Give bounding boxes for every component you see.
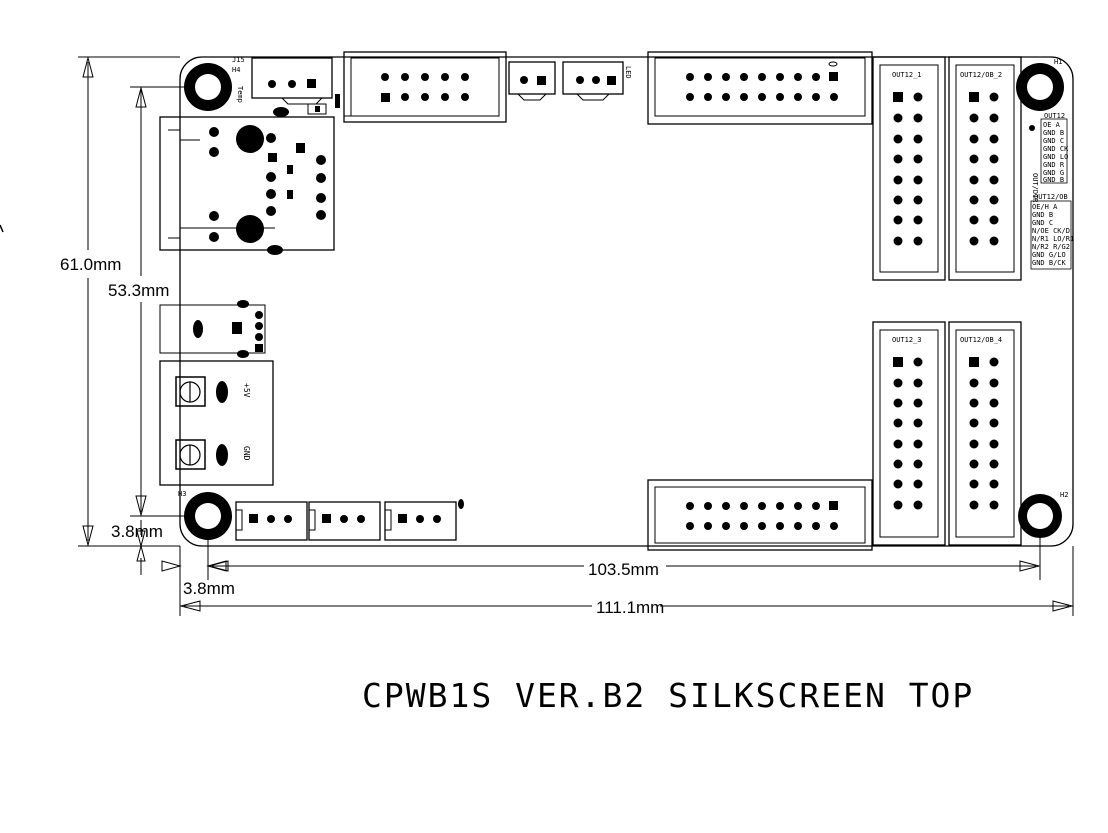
mounting-hole-bottom-left: [184, 492, 232, 540]
table-out12ob-row: N/OE CK/D: [1032, 227, 1070, 235]
header-out12-ob-2: [948, 56, 1022, 281]
idc-header-2x5: [343, 51, 507, 123]
idc-header-2x10-top: [647, 51, 873, 125]
header-out12-ob-4: [948, 321, 1022, 546]
label-temp: Temp: [236, 86, 244, 103]
board-outline: [179, 56, 1074, 547]
dimension-height-outer: [78, 56, 180, 547]
label-out-dir: OUT/DIR: [1031, 173, 1039, 203]
dimension-height-inner: [130, 86, 205, 517]
table-out12-row: GND B: [1043, 176, 1064, 184]
table-out12ob-row: OE/H A: [1032, 203, 1058, 211]
mounting-hole-top-right: [1016, 63, 1064, 111]
pin1-marker: [1029, 125, 1035, 131]
drawing-title: CPWB1S VER.B2 SILKSCREEN TOP: [362, 676, 974, 715]
dimension-offset-y: [108, 520, 180, 575]
table-out12-row: GND CK: [1043, 145, 1069, 153]
ethernet-jack: [159, 116, 335, 255]
label-out12-ob-4: OUT12/OB_4: [960, 336, 1002, 344]
table-out12ob-row: GND G/LO: [1032, 251, 1066, 259]
table-out12ob-row: GND B/CK: [1032, 259, 1067, 267]
table-out12-row: GND B: [1043, 129, 1064, 137]
connector-2pin-top: [508, 61, 556, 101]
dimension-width-outer: [179, 546, 1074, 616]
bottom-connector-3: [384, 499, 464, 541]
table-out12: [1040, 118, 1068, 184]
dimension-offset-y-label: 3.8mm: [111, 522, 163, 541]
header-out12-3: [872, 321, 946, 546]
temp-connector: [251, 57, 333, 105]
table-out12ob-title: OUT12/OB: [1034, 193, 1068, 201]
idc-header-2x10-bottom: [647, 479, 873, 551]
led-connector: [562, 61, 624, 101]
table-out12-row: GND C: [1043, 137, 1064, 145]
smd-components-top: [273, 94, 340, 117]
table-out12ob-row: GND B: [1032, 211, 1053, 219]
table-out12-row: OE A: [1043, 121, 1061, 129]
label-out12-3: OUT12_3: [892, 336, 922, 344]
dimension-width-inner-label: 103.5mm: [588, 560, 659, 579]
bottom-connector-2: [308, 501, 381, 541]
power-terminal-block: [159, 360, 274, 486]
label-plus-5v: +5V: [242, 383, 251, 398]
label-h2: H2: [1060, 491, 1068, 499]
mounting-hole-top-left: [184, 63, 232, 111]
label-h3: H3: [178, 490, 186, 498]
label-h4: H4: [232, 66, 240, 74]
table-out12-row: GND R: [1043, 161, 1065, 169]
table-out12-row: GND LO: [1043, 153, 1068, 161]
header-out12-1: [872, 56, 946, 281]
table-out12-title: OUT12: [1044, 112, 1065, 120]
table-out12ob: [1030, 200, 1072, 270]
table-out12ob-row: GND C: [1032, 219, 1053, 227]
label-j15: J15: [232, 56, 245, 64]
label-out12-1: OUT12_1: [892, 71, 922, 79]
dimension-width-outer-label: 111.1mm: [596, 598, 664, 617]
label-h1: H1: [1054, 58, 1062, 66]
bottom-connector-1: [235, 501, 308, 541]
table-out12ob-row: N/R2 R/G2: [1032, 243, 1070, 251]
dimension-height-inner-label: 53.3mm: [108, 281, 169, 300]
label-out12-ob-2: OUT12/OB_2: [960, 71, 1002, 79]
edge-mark: [0, 224, 4, 233]
dimension-height-outer-label: 61.0mm: [60, 255, 121, 274]
dimension-offset-x-label: 3.8mm: [183, 579, 235, 598]
component-block-middle: [159, 300, 266, 358]
label-gnd: GND: [242, 446, 251, 461]
table-out12-row: GND G: [1043, 169, 1064, 177]
mounting-hole-bottom-right: [1018, 494, 1062, 538]
label-led: LED: [624, 66, 632, 79]
table-out12ob-row: N/R1 LO/R1: [1032, 235, 1074, 243]
